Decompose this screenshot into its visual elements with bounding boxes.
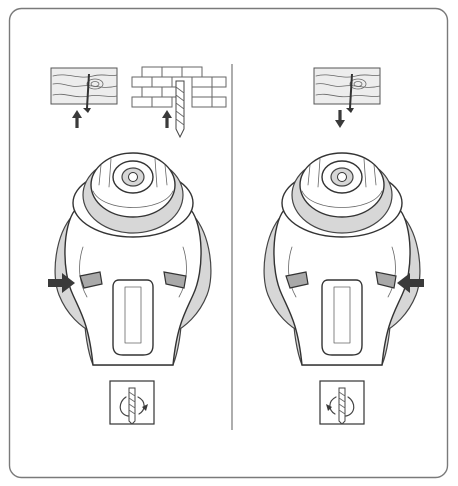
reverse-panel	[263, 67, 424, 425]
push-arrow-icon	[48, 273, 75, 293]
push-arrow-icon	[397, 273, 424, 293]
counterclockwise-rotation-icon	[319, 380, 365, 425]
right-direction-button	[375, 271, 397, 289]
forward-panel	[48, 66, 227, 425]
left-direction-button	[285, 271, 309, 289]
clockwise-rotation-icon	[109, 380, 155, 425]
left-direction-button	[79, 271, 103, 289]
right-direction-button	[163, 271, 187, 289]
